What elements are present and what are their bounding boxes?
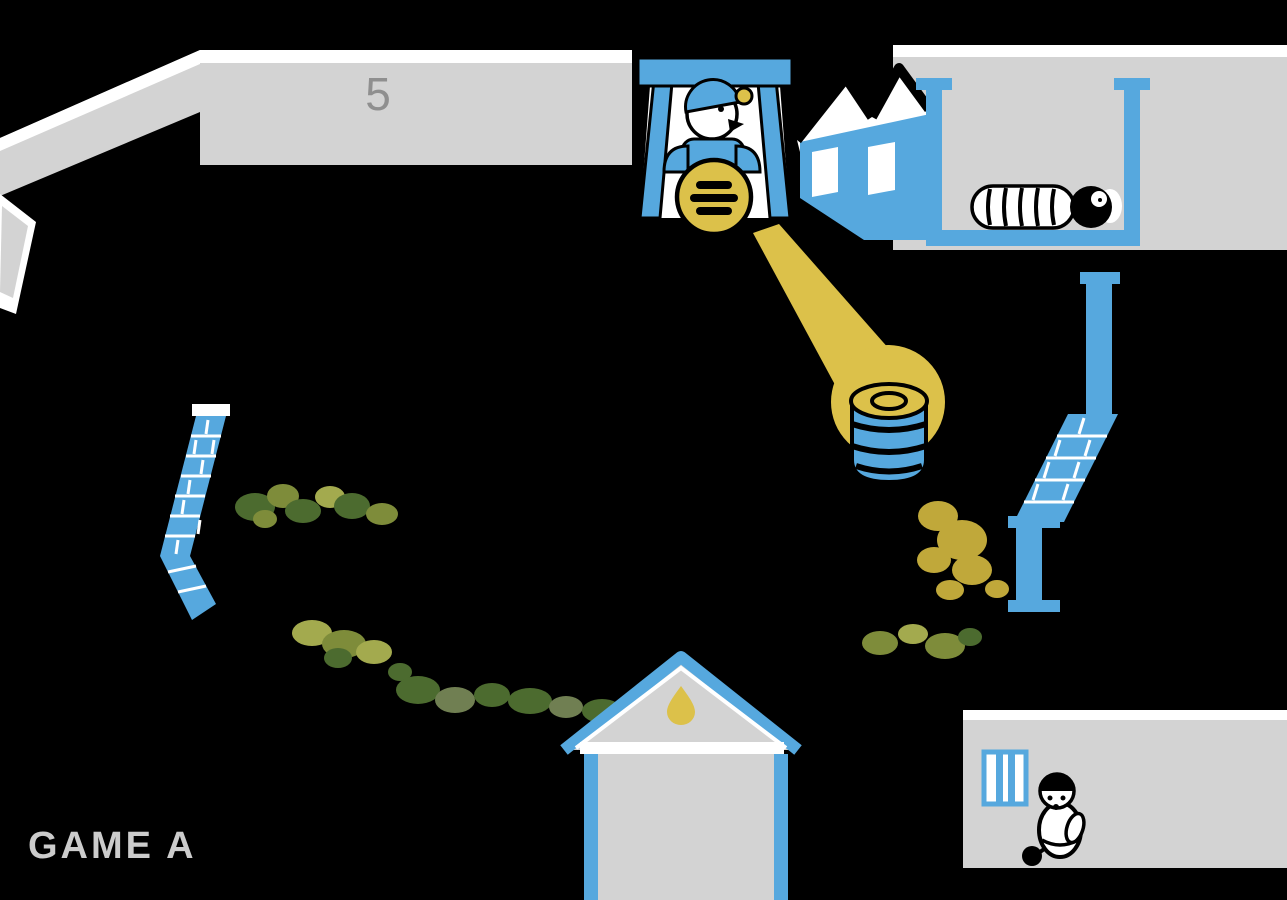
brick-wall-cap — [192, 404, 230, 416]
tractor-driver — [662, 78, 762, 175]
shed-body — [584, 754, 788, 900]
jail-panel — [963, 710, 1287, 868]
farmhouse-roof-right — [867, 63, 934, 120]
bed-rail — [926, 230, 1140, 246]
tractor-wheel — [674, 157, 754, 237]
drainpipe — [1008, 272, 1120, 612]
sleeping-farmer — [970, 184, 1112, 230]
driver-cap-button — [734, 86, 754, 106]
farmer-eye — [1098, 198, 1102, 202]
farmhouse — [793, 63, 934, 240]
drainpipe-brick-section — [1014, 414, 1118, 522]
bed-right-post-cap — [1114, 78, 1150, 90]
farmhouse-body — [800, 114, 930, 240]
hanging-drop-icon — [667, 686, 695, 725]
driver-mouth — [728, 119, 744, 132]
drainpipe-top-cap — [1080, 272, 1120, 284]
score-value: 5 — [365, 68, 391, 120]
prisoner-ball-icon — [1022, 846, 1042, 866]
perspective-wall-lower — [0, 194, 36, 314]
barrel-bung — [870, 391, 908, 411]
prisoner — [1022, 772, 1086, 866]
tractor-cab-top-beam — [636, 56, 794, 88]
farmhouse-window-icon — [868, 142, 895, 195]
game-mode-label: GAME A — [28, 825, 197, 867]
bed — [916, 78, 1150, 246]
farmhouse-roof-left — [793, 73, 877, 144]
drainpipe-joint-flange — [1008, 516, 1060, 528]
bed-left-post-cap — [916, 78, 952, 90]
farmhouse-door-icon — [812, 147, 838, 197]
tractor — [636, 56, 794, 237]
bed-right-post — [1124, 86, 1140, 246]
bed-left-post — [926, 86, 942, 246]
tractor-left-fender — [662, 144, 690, 174]
bushes-right — [862, 624, 982, 659]
tractor-right-fender — [734, 144, 762, 174]
score-panel: 5 — [200, 50, 632, 165]
perspective-wall — [0, 50, 200, 196]
prisoner-mouth — [1053, 804, 1059, 810]
spill-splash — [917, 501, 1009, 600]
prisoner-hair — [1040, 774, 1074, 791]
barrel — [849, 382, 929, 485]
jail-window — [981, 749, 1029, 807]
shed — [560, 651, 802, 900]
farmer-head — [1070, 186, 1112, 228]
brick-wall — [160, 404, 230, 620]
driver-eye — [718, 106, 724, 112]
bushes-middle — [292, 620, 622, 723]
bushes-upper — [235, 484, 398, 528]
prisoner-arm — [1064, 811, 1086, 845]
shed-eave — [580, 742, 784, 754]
drainpipe-bottom-cap — [1008, 600, 1060, 612]
